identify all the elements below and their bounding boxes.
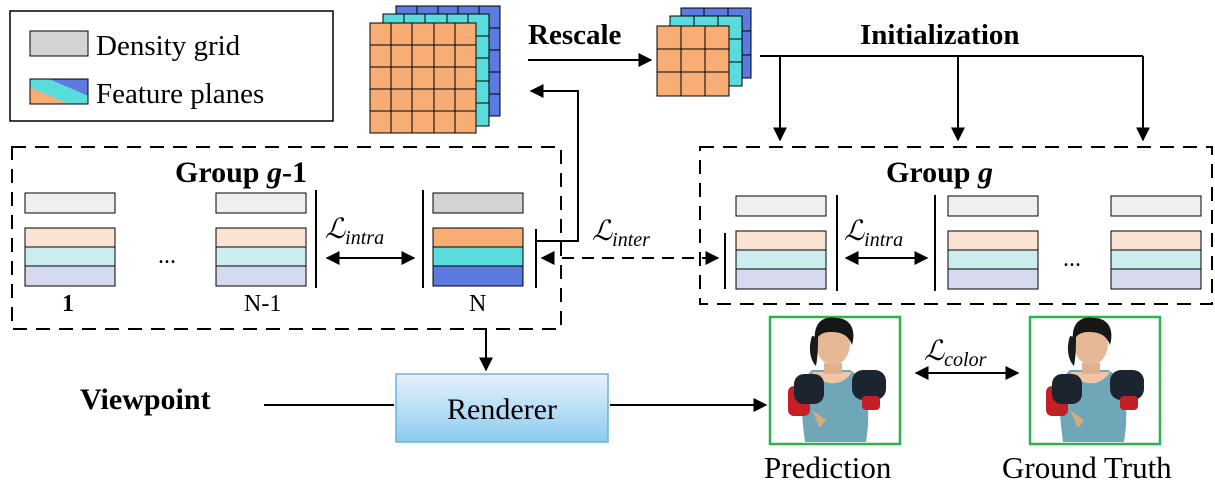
- plane-set-n-1: [215, 192, 307, 287]
- legend: Density grid Feature planes: [9, 10, 334, 122]
- feature-swatch: [29, 78, 89, 105]
- orange-plane-large: [369, 22, 477, 134]
- group-curr: Group g ℒintra ...: [699, 146, 1213, 305]
- feature-grid-large: [369, 5, 501, 134]
- prediction-label: Prediction: [764, 450, 892, 485]
- intra-loss-curr: ℒintra: [844, 216, 903, 251]
- rescale-label: Rescale: [528, 19, 622, 51]
- intra-loss-prev: ℒintra: [325, 214, 384, 249]
- slot-label-n-1: N-1: [244, 291, 281, 317]
- ground-truth-image: [1028, 315, 1162, 446]
- group-prev-ellipsis: ...: [158, 243, 176, 269]
- group-prev-title: Group g-1: [175, 156, 307, 189]
- slot-label-n: N: [469, 291, 486, 317]
- plane-set-g-2: [947, 195, 1039, 290]
- initialization-arrows: [760, 55, 1150, 142]
- density-legend-label: Density grid: [96, 30, 241, 62]
- feature-grid-small: [656, 7, 752, 97]
- slot-label-1: 1: [62, 291, 74, 317]
- plane-set-g-1: [735, 195, 827, 290]
- boxer-figure-pred: [788, 317, 886, 442]
- group-curr-title: Group g: [886, 156, 993, 189]
- group-curr-ellipsis: ...: [1063, 246, 1081, 272]
- density-swatch: [29, 30, 89, 57]
- feature-legend-label: Feature planes: [96, 78, 264, 110]
- boxer-figure-gt: [1046, 317, 1144, 442]
- orange-plane-small: [656, 25, 730, 97]
- prediction-image: [768, 315, 902, 446]
- feedback-arrow: [529, 84, 579, 242]
- group-prev: Group g-1 1 ... N-1 ℒintra N: [11, 146, 562, 330]
- group-prev-box: [11, 146, 562, 330]
- ground-truth-label: Ground Truth: [1002, 450, 1172, 485]
- group-curr-box: [699, 146, 1213, 305]
- plane-set-1: [24, 192, 116, 287]
- color-loss: ℒcolor: [924, 336, 987, 371]
- plane-set-g-3: [1110, 195, 1202, 290]
- plane-set-n: [432, 192, 524, 287]
- inter-loss: ℒinter: [592, 216, 650, 251]
- renderer-box: [395, 373, 609, 443]
- initialization-label: Initialization: [860, 19, 1020, 51]
- renderer-label: Renderer: [447, 393, 557, 426]
- viewpoint-label: Viewpoint: [80, 383, 211, 416]
